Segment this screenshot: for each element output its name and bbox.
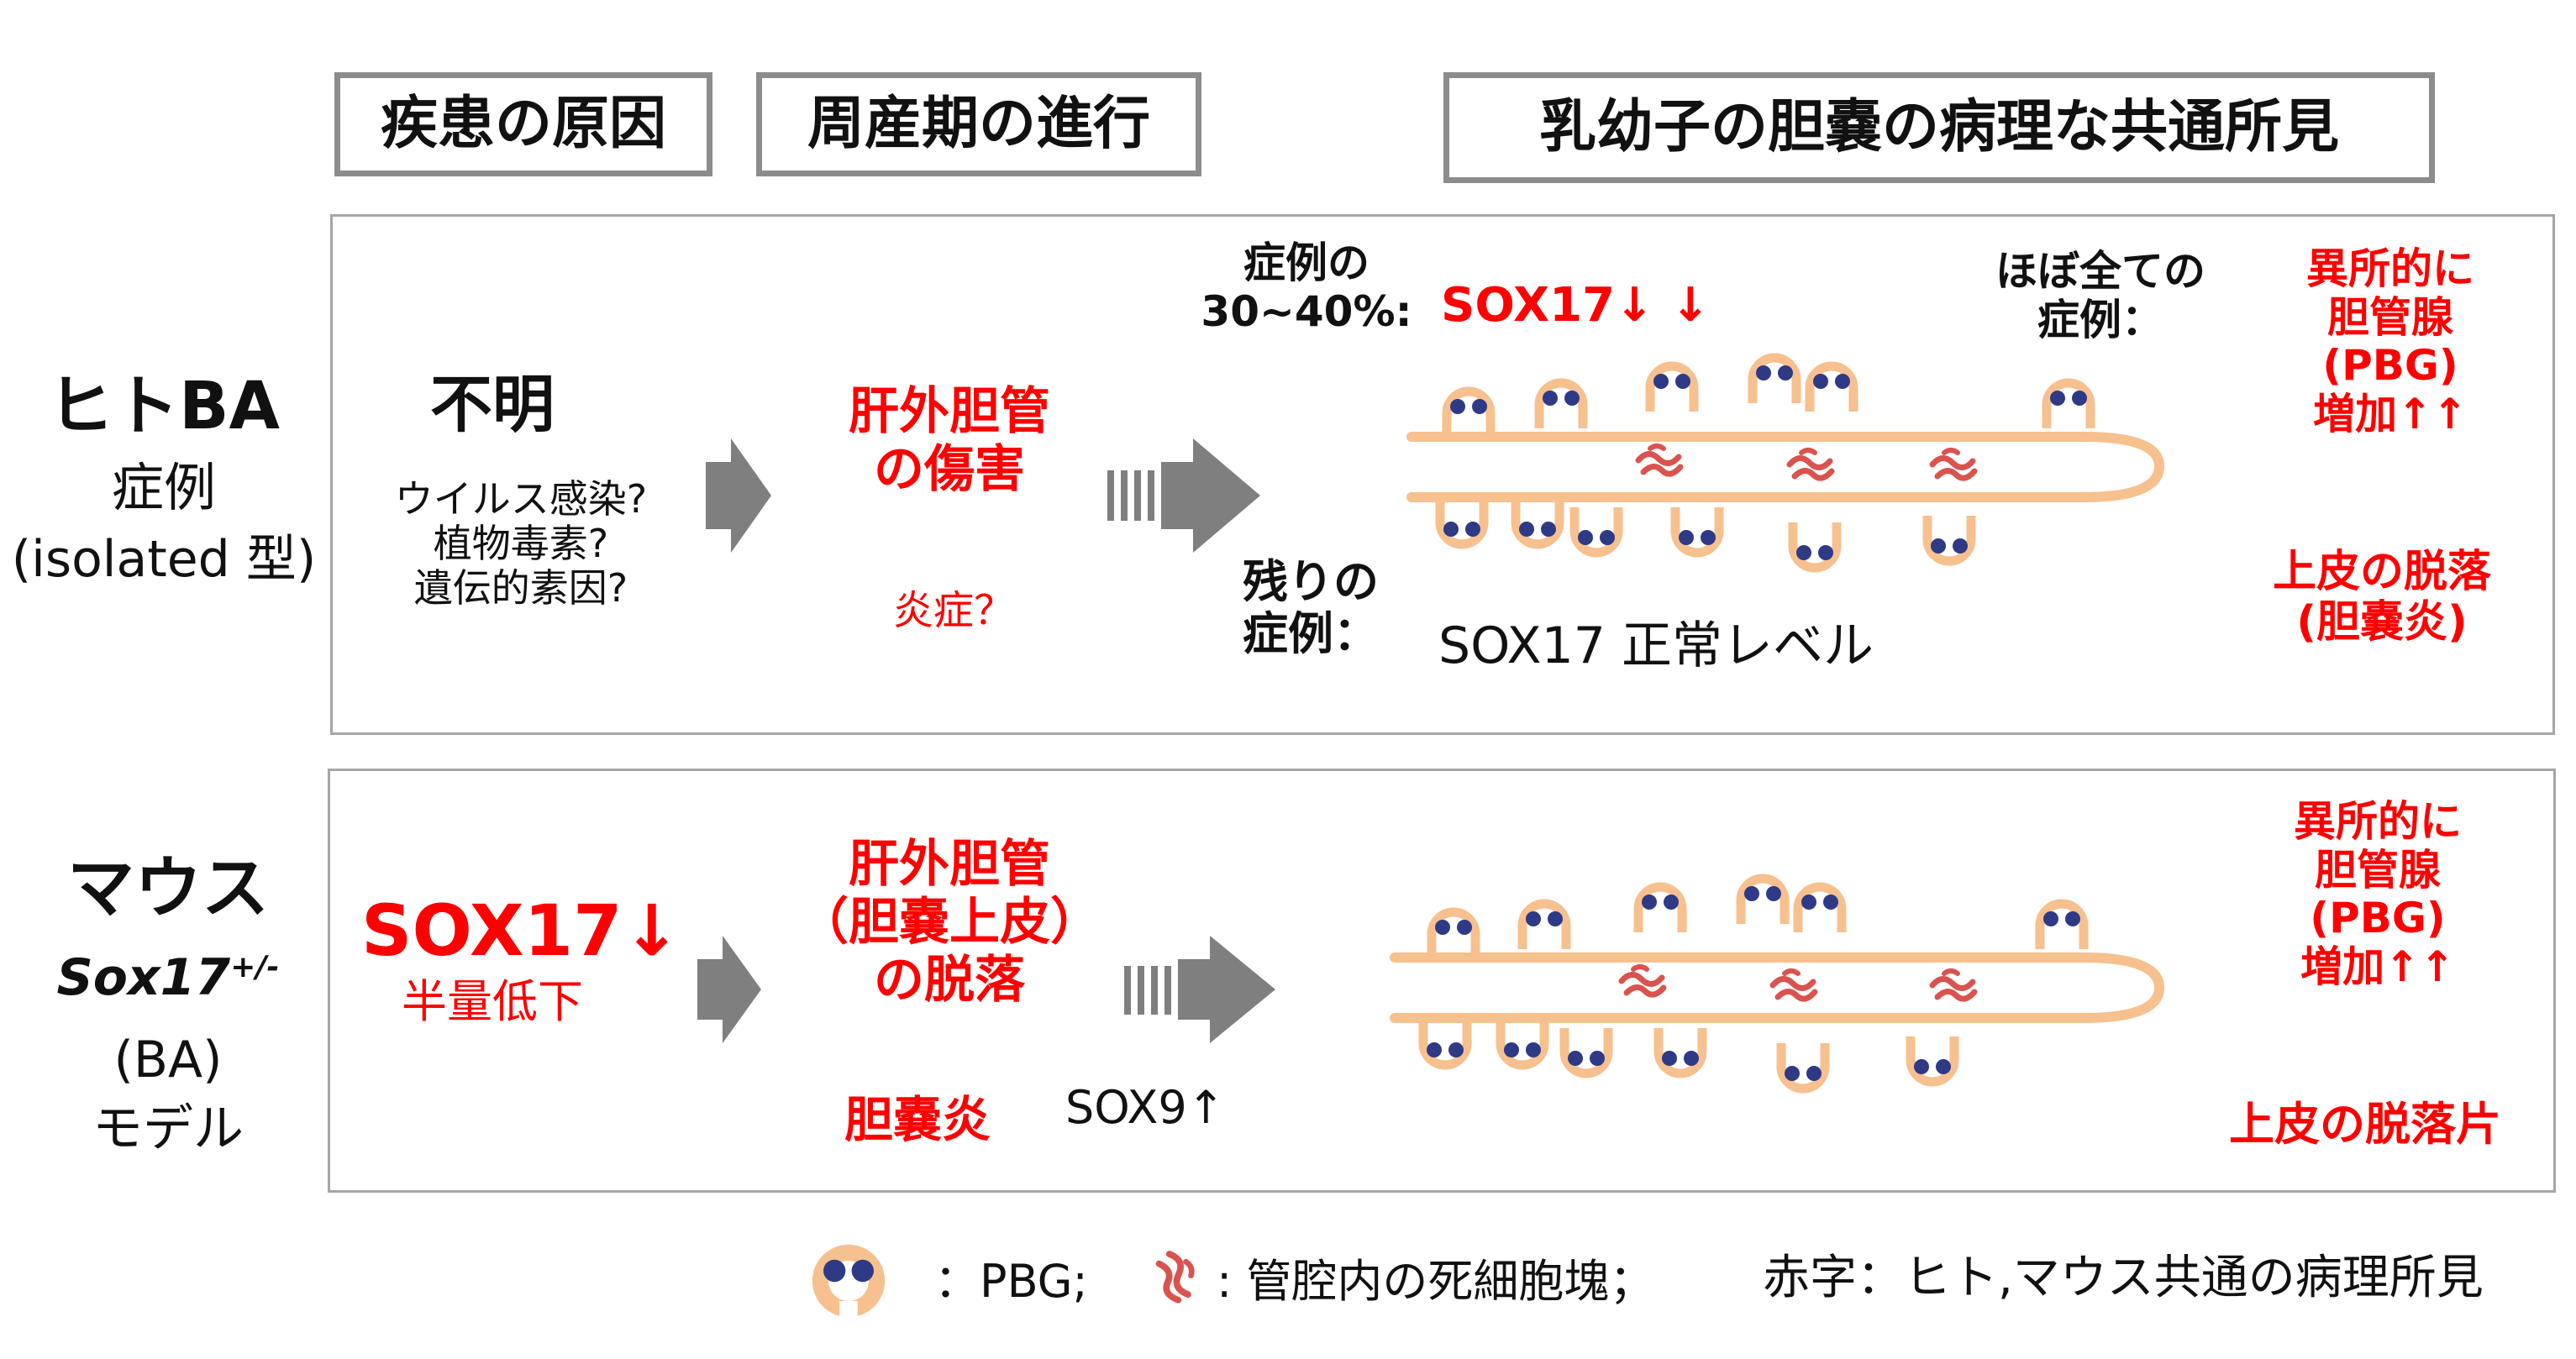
gallbladder-duct-human — [1406, 358, 2165, 568]
mouse-pbg-finding: 異所的に 胆管腺 (PBG) 増加↑↑ — [2243, 797, 2512, 991]
label-line: 症例の — [1243, 239, 1369, 287]
mouse-haplo: 半量低下 — [402, 975, 583, 1028]
legend-pbg: ：PBG; — [934, 1255, 1088, 1308]
human-sub1: 症例 — [111, 457, 216, 518]
sloughing-line: の脱落 — [874, 951, 1025, 1010]
legend-red-note: 赤字：ヒト,マウス共通の病理所見 — [1763, 1251, 2484, 1305]
mouse-title: マウス — [67, 849, 269, 927]
cause-item: ウイルス感染? — [394, 476, 648, 522]
finding-line: 胆管腺 — [2315, 845, 2441, 895]
label-line: 症例： — [1243, 607, 1379, 661]
human-cases-pct-label: 症例の 30~40%: — [1185, 239, 1428, 336]
finding-line: 胆管腺 — [2327, 292, 2453, 342]
finding-line: 異所的に — [2306, 244, 2474, 293]
mouse-model: Sox17+/- — [25, 949, 311, 1007]
finding-line: (PBG) — [2310, 894, 2446, 942]
label-line: 残りの — [1243, 555, 1379, 608]
header-findings-label: 乳幼子の胆嚢の病理な共通所見 — [1538, 94, 2339, 160]
human-rest-label: 残りの 症例： — [1210, 555, 1412, 661]
human-injury: 肝外胆管 の傷害 — [798, 383, 1101, 499]
mouse-sub1: (BA) — [113, 1031, 223, 1089]
arrow-right-icon — [706, 438, 771, 553]
cause-item: 植物毒素? — [433, 520, 609, 566]
human-sub2: (isolated 型) — [11, 530, 317, 589]
mouse-sub2: モデル — [92, 1099, 244, 1158]
pbg-icon — [812, 1244, 886, 1324]
human-sox17-normal: SOX17 正常レベル — [1438, 617, 1874, 675]
mouse-fragments: 上皮の脱落片 — [2229, 1098, 2501, 1151]
finding-line: 増加↑↑ — [2300, 942, 2455, 991]
human-causes: ウイルス感染? 植物毒素? 遺伝的素因? — [361, 477, 681, 611]
sloughing-line: （胆嚢上皮） — [798, 893, 1101, 952]
finding-line: (PBG) — [2322, 341, 2458, 390]
human-panel — [330, 214, 2555, 735]
finding-line: 増加↑↑ — [2313, 389, 2468, 438]
human-almost-all: ほぼ全ての 症例： — [1958, 247, 2243, 344]
cause-item: 遺伝的素因? — [413, 564, 628, 611]
dashed-arrow-right-icon — [1107, 438, 1260, 553]
mouse-sox9: SOX9↑ — [1065, 1081, 1225, 1134]
debris-icon — [1155, 1249, 1200, 1303]
label-line: ほぼ全ての — [1995, 247, 2205, 296]
human-pbg-finding: 異所的に 胆管腺 (PBG) 増加↑↑ — [2260, 244, 2521, 438]
dashed-arrow-right-icon — [1124, 936, 1275, 1043]
legend-debris: : 管腔内の死細胞塊； — [1217, 1255, 1655, 1308]
mouse-sloughing: 肝外胆管 （胆嚢上皮） の脱落 — [773, 836, 1126, 1010]
finding-line: 上皮の脱落 — [2272, 547, 2491, 597]
human-inflammation: 炎症？ — [892, 587, 1014, 634]
finding-line: (胆嚢炎) — [2296, 596, 2468, 648]
mouse-model-genotype: +/- — [230, 950, 280, 984]
gallbladder-duct-mouse — [1390, 879, 2165, 1089]
mouse-cholecystitis: 胆嚢炎 — [844, 1091, 991, 1148]
sloughing-line: 肝外胆管 — [849, 835, 1050, 894]
human-unknown: 不明 — [430, 369, 555, 441]
arrow-right-icon — [697, 936, 761, 1043]
header-cause: 疾患の原因 — [334, 72, 712, 176]
header-findings: 乳幼子の胆嚢の病理な共通所見 — [1443, 72, 2435, 183]
mouse-sox17-down: SOX17↓ — [361, 889, 681, 972]
human-sox17-down: SOX17↓ ↓ — [1441, 278, 1711, 333]
finding-line: 異所的に — [2294, 797, 2462, 846]
label-line: 30~40%: — [1201, 286, 1412, 336]
human-sloughing: 上皮の脱落 (胆嚢炎) — [2218, 547, 2546, 648]
header-progression: 周産期の進行 — [756, 72, 1201, 176]
injury-line: 肝外胆管 — [849, 382, 1050, 441]
human-title: ヒトBA — [48, 369, 280, 444]
injury-line: の傷害 — [874, 440, 1025, 499]
mouse-panel — [328, 769, 2556, 1193]
header-cause-label: 疾患の原因 — [380, 91, 666, 157]
mouse-model-name: Sox17 — [56, 948, 231, 1007]
label-line: 症例： — [2037, 295, 2163, 344]
header-progression-label: 周産期の進行 — [807, 91, 1150, 157]
